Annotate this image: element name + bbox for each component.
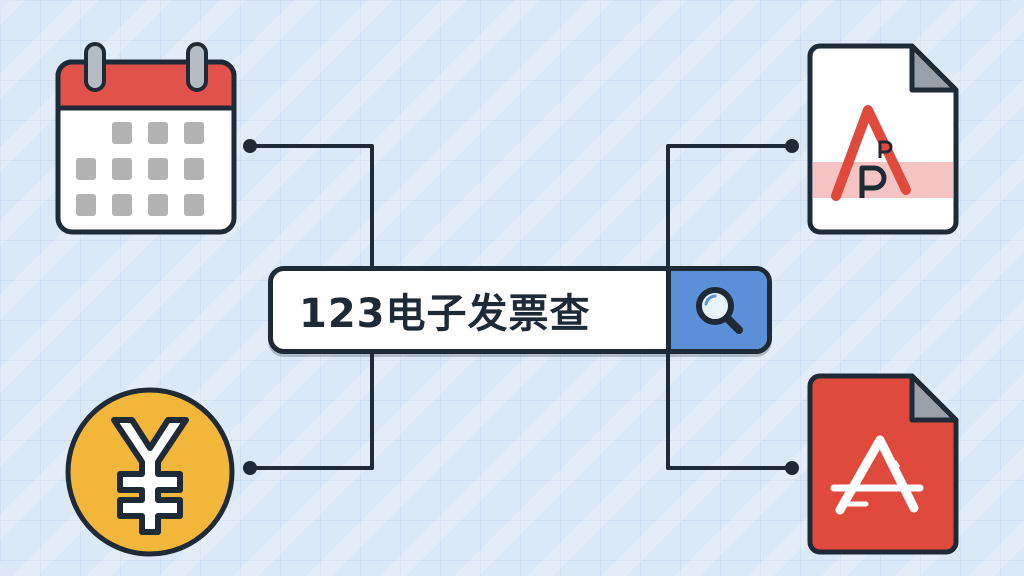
search-bar[interactable]: 123电子发票查: [268, 266, 772, 354]
search-input[interactable]: 123电子发票查: [299, 291, 591, 337]
pdf-document-icon: [807, 43, 959, 235]
pdf-document-icon: [807, 373, 959, 555]
connector-dot: [243, 461, 257, 475]
search-icon: [696, 287, 743, 334]
connector-calendar: [250, 144, 374, 266]
yen-coin-icon: [65, 387, 235, 557]
connector-dot: [243, 139, 257, 153]
connector-pdf-top: [666, 144, 792, 266]
search-button[interactable]: [666, 271, 767, 349]
connector-pdf-bottom: [666, 354, 792, 470]
connector-dot: [785, 461, 799, 475]
connector-dot: [785, 139, 799, 153]
calendar-icon: [55, 42, 237, 235]
connector-coin: [250, 354, 374, 470]
